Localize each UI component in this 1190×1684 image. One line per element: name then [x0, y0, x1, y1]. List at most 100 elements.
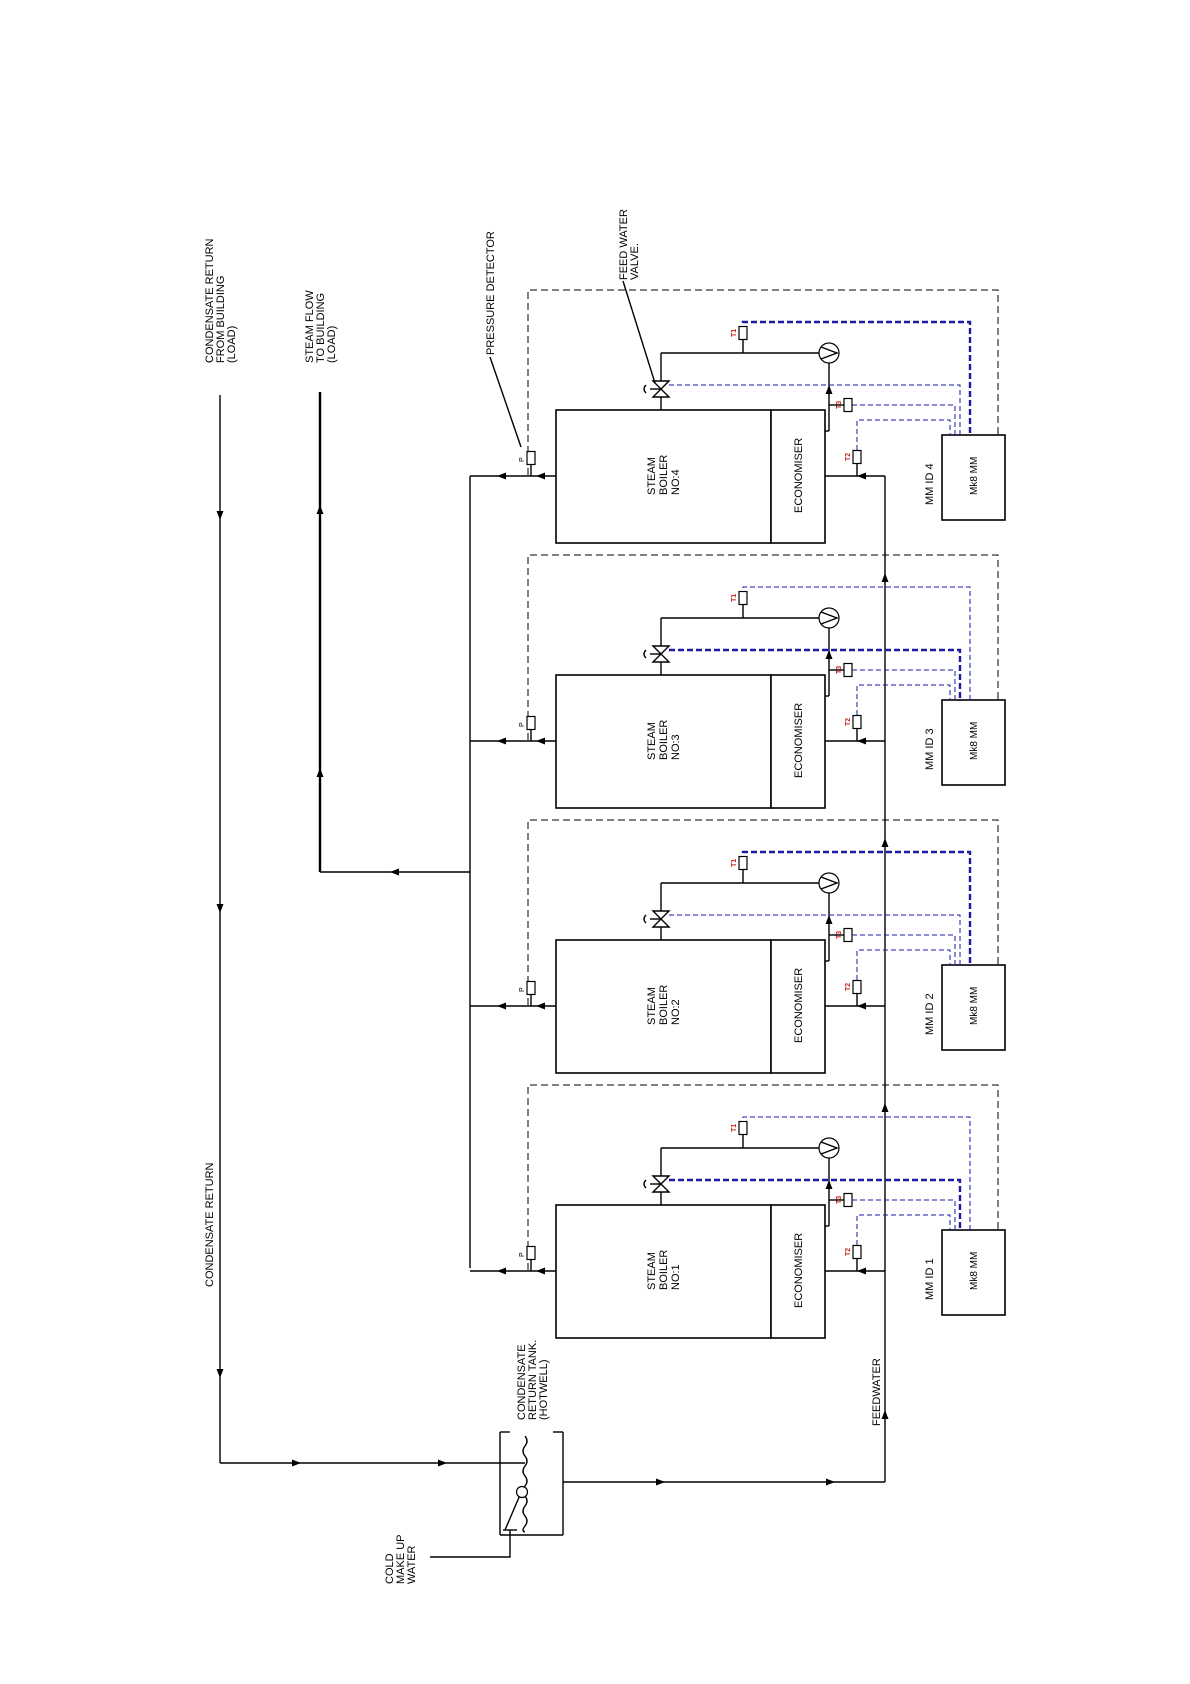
temperature-sensor-t2: T2 [845, 979, 862, 995]
boiler-label: STEAMBOILERNO:3 [646, 720, 682, 760]
steam-boiler [555, 409, 772, 544]
signal-wire-valve [669, 914, 961, 965]
signal-wire-t2 [856, 419, 951, 450]
temperature-sensor-t2: T2 [845, 1244, 862, 1260]
economiser-label: ECONOMISER [793, 968, 805, 1043]
pressure-sensor-p: P [519, 715, 536, 731]
label-condensate-return-tank: CONDENSATE RETURN TANK. (HOTWELL) [516, 1337, 550, 1420]
mk8-mm-controller [941, 964, 1006, 1051]
flow-arrow [390, 868, 399, 876]
feed-water-valve-icon [643, 380, 671, 398]
svg-text:T2: T2 [845, 1248, 852, 1256]
flow-arrow [826, 1478, 835, 1486]
boiler-label: STEAMBOILERNO:1 [646, 1250, 682, 1290]
flow-arrow [216, 511, 224, 520]
temperature-sensor-t2: T2 [845, 714, 862, 730]
flow-arrow [216, 1369, 224, 1378]
svg-text:P: P [519, 1252, 526, 1257]
flow-arrow [497, 1267, 506, 1275]
economiser [770, 939, 826, 1074]
pressure-detector-leader [489, 356, 522, 448]
flow-arrow [536, 737, 545, 745]
flow-arrow [656, 1478, 665, 1486]
flow-arrow [825, 650, 833, 659]
signal-wire-t1 [742, 586, 971, 700]
boiler-label: STEAMBOILERNO:4 [646, 455, 682, 495]
flow-arrow [497, 737, 506, 745]
economiser-label: ECONOMISER [793, 438, 805, 513]
signal-wire-t2 [856, 1214, 951, 1245]
flow-arrow [857, 737, 866, 745]
flow-arrow [857, 1267, 866, 1275]
label-cold-make-up-water: COLD MAKE UP WATER [384, 1532, 418, 1584]
mk8-mm-label: Mk8 MM [969, 457, 980, 495]
steam-boiler [555, 674, 772, 809]
signal-wire-t3 [852, 1199, 956, 1230]
flow-arrow [536, 472, 545, 480]
feed-water-valve-icon [643, 1175, 671, 1193]
flow-arrow [857, 472, 866, 480]
float-ball-icon [515, 1485, 529, 1499]
mm-id-label: MM ID 2 [924, 993, 936, 1035]
label-condensate-return-from-building: CONDENSATE RETURN FROM BUILDING (LOAD) [204, 235, 238, 363]
svg-text:P: P [519, 722, 526, 727]
signal-wire-t3 [852, 404, 956, 435]
flow-arrow [316, 505, 324, 514]
signal-wire-valve [669, 384, 961, 435]
mm-id-label: MM ID 4 [924, 463, 936, 505]
svg-text:P: P [519, 457, 526, 462]
flow-arrow [881, 1103, 889, 1112]
flow-arrow [438, 1459, 447, 1467]
feed-pump-icon [818, 607, 840, 629]
flow-arrow [825, 385, 833, 394]
signal-wire-t1 [742, 1116, 971, 1230]
svg-text:T1: T1 [731, 329, 738, 337]
signal-wire-t2 [856, 684, 951, 715]
economiser [770, 409, 826, 544]
control-loop-dashed [527, 819, 999, 1005]
mk8-mm-label: Mk8 MM [969, 722, 980, 760]
flow-arrow [316, 768, 324, 777]
flow-arrow [825, 1180, 833, 1189]
control-loop-dashed [527, 1084, 999, 1270]
label-feed-water-valve: FEED WATER VALVE. [618, 206, 641, 280]
flow-arrow [881, 838, 889, 847]
flow-arrow [825, 915, 833, 924]
svg-text:T1: T1 [731, 859, 738, 867]
economiser-label: ECONOMISER [793, 1233, 805, 1308]
hotwell-tank [499, 1431, 564, 1536]
signal-wire-t3 [852, 669, 956, 700]
mk8-mm-label: Mk8 MM [969, 987, 980, 1025]
label-feedwater: FEEDWATER [871, 1358, 883, 1426]
mm-id-label: MM ID 3 [924, 728, 936, 770]
pressure-sensor-p: P [519, 1245, 536, 1261]
svg-text:P: P [519, 987, 526, 992]
flow-arrow [292, 1459, 301, 1467]
mk8-mm-label: Mk8 MM [969, 1252, 980, 1290]
label-condensate-return: CONDENSATE RETURN [204, 1162, 216, 1287]
temperature-sensor-t1: T1 [731, 1120, 748, 1136]
control-loop-dashed [527, 289, 999, 475]
feed-water-valve-icon [643, 910, 671, 928]
svg-text:T1: T1 [731, 594, 738, 602]
temperature-sensor-t1: T1 [731, 590, 748, 606]
economiser [770, 674, 826, 809]
svg-text:T2: T2 [845, 983, 852, 991]
flow-arrow [497, 472, 506, 480]
signal-wire-valve [669, 1178, 962, 1230]
boiler-label: STEAMBOILERNO:2 [646, 985, 682, 1025]
temperature-sensor-t1: T1 [731, 855, 748, 871]
mk8-mm-controller [941, 1229, 1006, 1316]
flow-arrow [857, 1002, 866, 1010]
svg-text:T2: T2 [845, 453, 852, 461]
steam-boiler [555, 939, 772, 1074]
signal-wire-t3 [852, 934, 956, 965]
pressure-sensor-p: P [519, 980, 536, 996]
pressure-sensor-p: P [519, 450, 536, 466]
label-pressure-detector: PRESSURE DETECTOR [485, 231, 497, 355]
